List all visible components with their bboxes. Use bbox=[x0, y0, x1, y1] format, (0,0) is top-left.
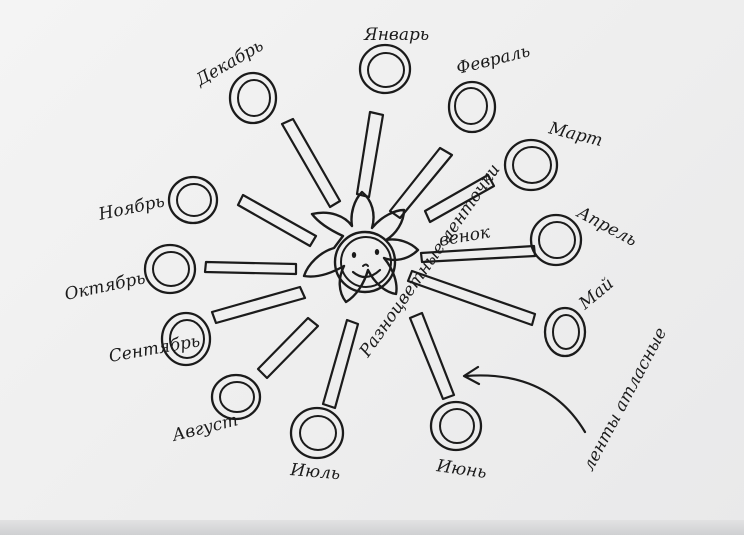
ring-may bbox=[545, 308, 585, 356]
ribbon-jan bbox=[357, 112, 383, 197]
flower-center-inner bbox=[341, 237, 391, 287]
ring-jan bbox=[360, 45, 410, 93]
ribbon-jul bbox=[323, 320, 358, 408]
month-label-oct: Октябрь bbox=[63, 268, 147, 305]
month-label-jan: Январь bbox=[363, 25, 429, 45]
month-label-jun: Июнь bbox=[434, 456, 488, 483]
side-note: ленты атласные bbox=[579, 324, 671, 474]
ribbon-oct bbox=[205, 262, 296, 274]
month-label-sep: Сентябрь bbox=[107, 331, 201, 367]
month-label-may: Май bbox=[575, 274, 618, 315]
month-label-apr: Апрель bbox=[573, 202, 641, 251]
month-label-mar: Март bbox=[546, 118, 605, 151]
ring-aug bbox=[212, 375, 260, 419]
ring-oct bbox=[145, 245, 195, 293]
flower-left-eye bbox=[352, 252, 356, 258]
ring-dec bbox=[230, 73, 276, 123]
arrow bbox=[464, 367, 585, 432]
ribbon-feb bbox=[390, 148, 452, 218]
ring-apr bbox=[531, 215, 581, 265]
ribbon-dec bbox=[282, 119, 340, 207]
month-label-aug: Август bbox=[169, 410, 240, 446]
arrow-shaft bbox=[466, 375, 585, 432]
ring-mar bbox=[505, 140, 557, 190]
ribbon-jun bbox=[410, 313, 454, 399]
ribbons bbox=[205, 112, 535, 408]
ribbon-aug bbox=[258, 318, 318, 378]
month-label-dec: Декабрь bbox=[192, 36, 268, 91]
month-rings bbox=[145, 45, 585, 458]
ribbon-nov bbox=[238, 195, 316, 246]
month-label-feb: Февраль bbox=[454, 41, 532, 79]
ring-jun bbox=[431, 402, 481, 450]
labels: Январь Февраль Март Апрель Май Июнь Июль… bbox=[63, 25, 671, 484]
flower-nose bbox=[363, 265, 368, 267]
ribbon-sep bbox=[212, 287, 305, 323]
ring-jul bbox=[291, 408, 343, 458]
flower-right-eye bbox=[375, 249, 379, 255]
ring-nov bbox=[169, 177, 217, 223]
month-label-nov: Ноябрь bbox=[96, 191, 167, 225]
month-label-jul: Июль bbox=[289, 460, 341, 484]
ring-feb bbox=[449, 82, 495, 132]
